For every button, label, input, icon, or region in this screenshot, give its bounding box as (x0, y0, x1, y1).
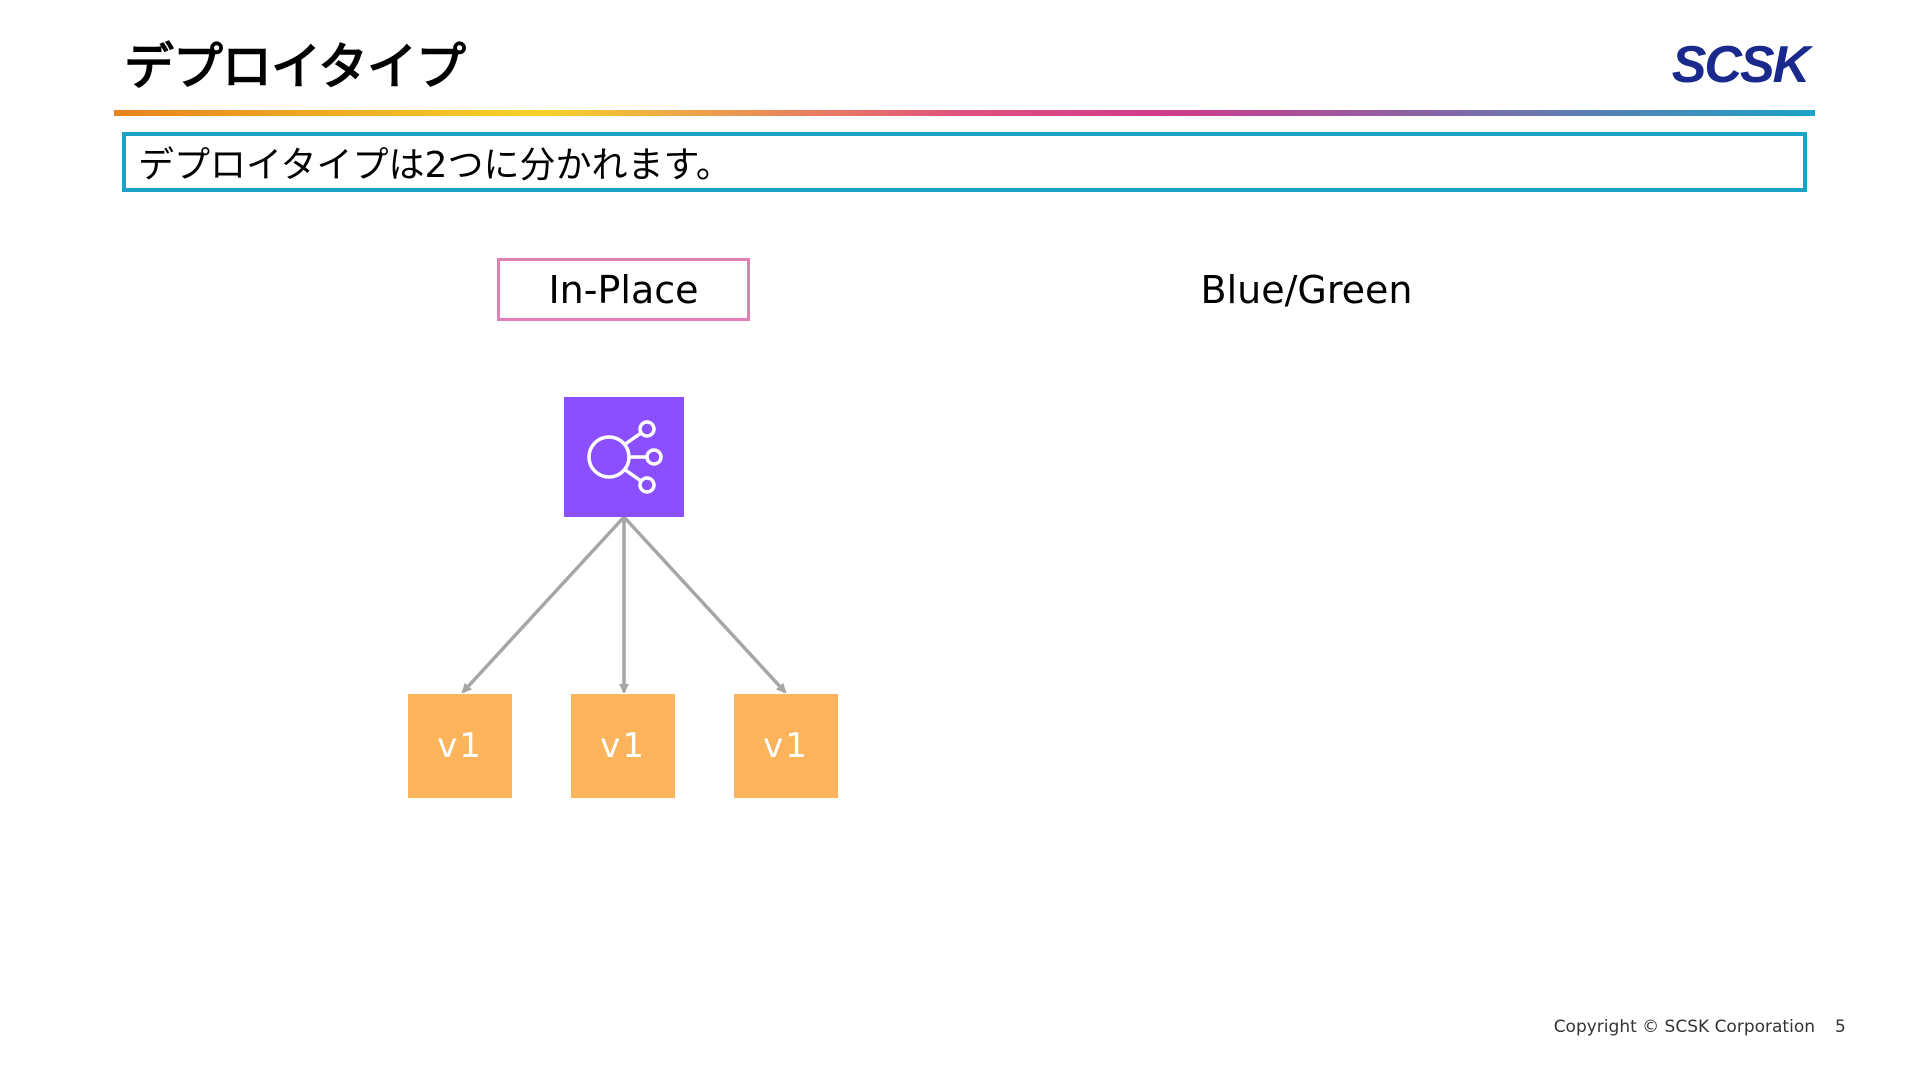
slide-title: デプロイタイプ (124, 38, 466, 96)
arrow-to-instance-3 (622, 515, 787, 694)
svg-text:SCSK: SCSK (1672, 36, 1814, 92)
in-place-label: In-Place (497, 258, 750, 321)
summary-text: デプロイタイプは2つに分かれます。 (138, 145, 732, 186)
load-balancer-icon (587, 420, 663, 494)
scsk-logo: SCSK (1672, 36, 1815, 92)
summary-box: デプロイタイプは2つに分かれます。 (122, 132, 1807, 192)
instance-v1: v1 (408, 694, 512, 798)
in-place-text: In-Place (548, 267, 699, 312)
blue-green-text: Blue/Green (1200, 267, 1413, 312)
load-balancer (564, 397, 684, 517)
title-underline (114, 110, 1815, 116)
copyright: Copyright © SCSK Corporation (1553, 1017, 1815, 1037)
instance-v1: v1 (734, 694, 838, 798)
page-number: 5 (1835, 1017, 1846, 1037)
instance-v1: v1 (571, 694, 675, 798)
blue-green-label: Blue/Green (1180, 258, 1433, 321)
arrow-to-instance-1 (461, 515, 626, 694)
